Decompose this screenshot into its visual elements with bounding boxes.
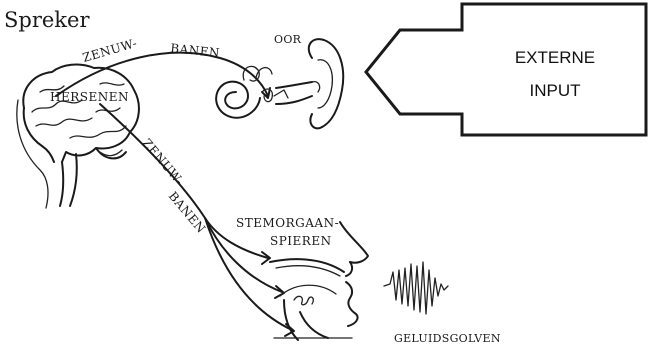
label-hersenen: HERSENEN (50, 90, 129, 104)
label-zenuw-diag: ZENUW- (140, 136, 187, 188)
external-input-arrow: EXTERNE INPUT (366, 4, 646, 135)
label-stemorgaan: STEMORGAAN- (236, 216, 339, 230)
external-input-line1: EXTERNE (515, 48, 595, 67)
label-spieren: SPIEREN (270, 234, 332, 248)
label-geluidsgolven: GELUIDSGOLVEN (394, 332, 501, 345)
brain-illustration (17, 65, 139, 208)
label-oor: OOR (274, 33, 302, 46)
sound-wave (384, 262, 448, 314)
external-input-line2: INPUT (530, 81, 581, 100)
ear-illustration (216, 39, 343, 128)
diagram-title: Spreker (4, 8, 90, 32)
label-banen-top: BANEN (170, 41, 221, 60)
